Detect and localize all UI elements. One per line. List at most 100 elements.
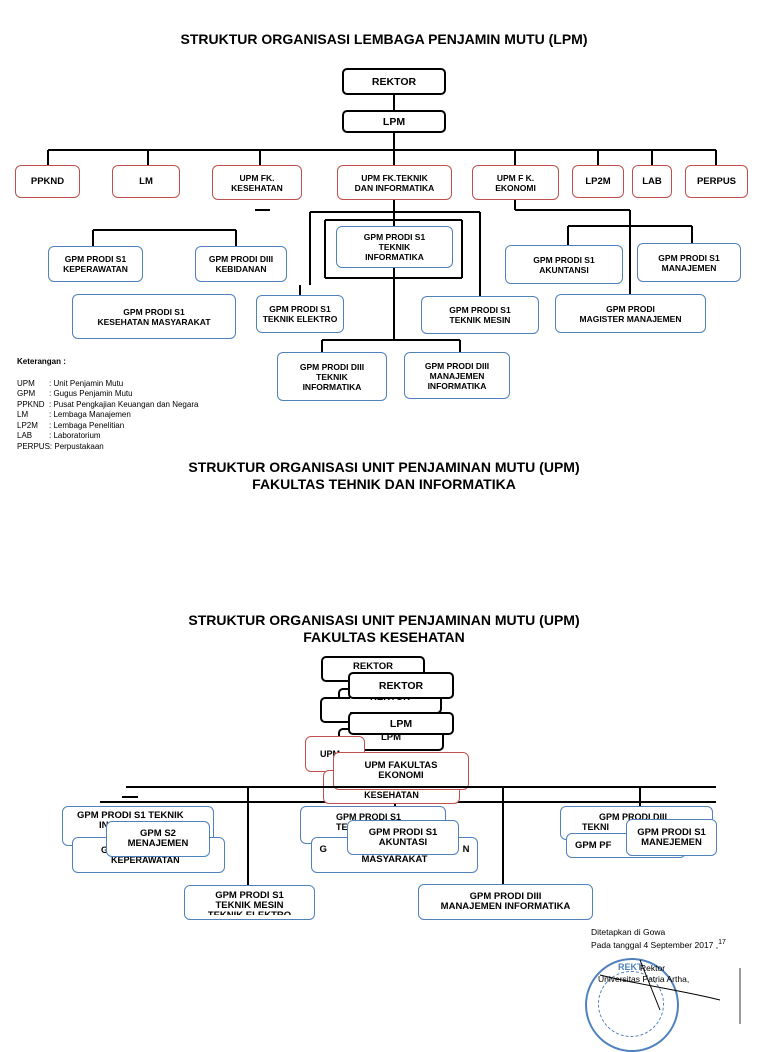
gpm-d3-back-line1: GPM PRODI DIII xyxy=(599,812,668,822)
gpm-d3-ti-line2: TEKNIK xyxy=(316,371,348,382)
gpm-kebidanan-box: GPM PRODI DIII KEBIDANAN xyxy=(195,246,287,282)
upm-fk-title-line2: FAKULTAS KESEHATAN xyxy=(303,629,465,645)
legend-desc: : Laboratorium xyxy=(49,431,101,440)
gpm-keperawatan-back-line1: G xyxy=(101,845,109,855)
signature-mark xyxy=(599,959,741,1024)
gpm-akuntasi-line2: AKUNTASI xyxy=(378,836,428,848)
gpm-d3-mi-line2: MANAJEMEN INFORMATIKA xyxy=(440,901,571,912)
legend-key: LP2M xyxy=(17,420,38,430)
gpm-teknik-informatika-line3: INFORMATIKA xyxy=(365,252,424,262)
lpm-structure-title: STRUKTUR ORGANISASI LEMBAGA PENJAMIN MUT… xyxy=(180,31,588,47)
signature-date-sup: 17 xyxy=(718,939,726,946)
upm-ekonomi-line2: EKONOMI xyxy=(495,182,536,193)
gpm-teknik-mesin-box: GPM PRODI S1 TEKNIK MESIN xyxy=(421,296,539,334)
ppknd-box: PPKND xyxy=(15,165,80,198)
gpm-d3-mi-line1: GPM PRODI DIII xyxy=(424,360,490,371)
gpm-teknik-mesin-line2: TEKNIK MESIN xyxy=(215,899,284,911)
gpm-manejemen-line2: MANEJEMEN xyxy=(641,836,702,848)
signature-date: Pada tanggal 4 September 2017 , xyxy=(591,939,719,950)
rektor-back-edge xyxy=(320,697,350,723)
legend-key: GPM xyxy=(17,389,36,398)
gpm-kesmas-line2: KESEHATAN MASYARAKAT xyxy=(97,316,211,327)
legend-item: GPM : Gugus Penjamin Mutu xyxy=(17,389,198,400)
upm-fakultas-ekonomi-line2: EKONOMI xyxy=(378,770,424,781)
legend-key: LM xyxy=(17,410,29,419)
legend-desc: : Pusat Pengkajian Keuangan dan Negara xyxy=(49,399,199,409)
gpm-teknik-informatika-line1: GPM PRODI S1 xyxy=(363,232,426,242)
gpm-kebidanan-line2: KEBIDANAN xyxy=(215,264,267,274)
gpm-akuntansi-box: GPM PRODI S1 AKUNTANSI xyxy=(505,245,623,284)
legend-item: UPM : Unit Penjamin Mutu xyxy=(17,379,198,390)
gpm-teknik-informatika-box: GPM PRODI S1 TEKNIK INFORMATIKA xyxy=(336,226,453,268)
upm-teknik-line1: UPM FK.TEKNIK xyxy=(361,172,428,183)
legend-desc: : Unit Penjamin Mutu xyxy=(49,378,124,388)
legend-item: LAB : Laboratorium xyxy=(17,431,198,442)
gpm-kesehatan-masyarakat-box: GPM PRODI S1 KESEHATAN MASYARAKAT xyxy=(72,294,236,339)
gpm-teknik-elektro-line1: GPM PRODI S1 xyxy=(269,304,331,314)
legend-heading: Keterangan : xyxy=(17,357,66,366)
gpm-d3-ti-line3: INFORMATIKA xyxy=(302,381,362,392)
gpm-kesmas-line1: GPM PRODI S1 xyxy=(123,306,185,317)
gpm-d3-teknik-informatika-box: GPM PRODI DIII TEKNIK INFORMATIKA xyxy=(277,352,387,401)
gpm-keperawatan-back-line2: KEPERAWATAN xyxy=(111,855,180,865)
lm-box: LM xyxy=(112,165,180,198)
gpm-d3-ti-line1: GPM PRODI DIII xyxy=(299,361,365,372)
gpm-akuntansi-line2: AKUNTANSI xyxy=(539,264,589,275)
gpm-d3-mi-line3: INFORMATIKA xyxy=(427,380,487,391)
upm-kesehatan-box: UPM FK. KESEHATAN xyxy=(212,165,302,200)
gpm-akuntasi-box: GPM PRODI S1 AKUNTASI xyxy=(347,820,459,855)
legend-desc: : Perpustakaan xyxy=(49,441,104,451)
gpm-d3-mi-line2: MANAJEMEN xyxy=(429,370,485,381)
gpm-teknik-elektro-hidden: TEKNIK ELEKTRO xyxy=(208,911,291,915)
gpm-masyarakat-back-line3: MASYARAKAT xyxy=(361,854,428,865)
signature-date-row: Pada tanggal 4 September 2017 ,17 xyxy=(591,938,726,950)
gpm-teknik-mesin-line2: TEKNIK MESIN xyxy=(449,315,511,325)
perpus-box: PERPUS xyxy=(685,165,748,198)
rektor-box: REKTOR xyxy=(342,68,446,95)
gpm-manajemen-line2: MANAJEMEN xyxy=(661,262,717,273)
legend-item: LP2M: Lembaga Penelitian xyxy=(17,421,198,432)
upm-teknik-line2: DAN INFORMATIKA xyxy=(354,182,435,193)
legend-desc: : Lembaga Manajemen xyxy=(49,410,131,419)
gpm-d3-manajemen-informatika-box: GPM PRODI DIII MANAJEMEN INFORMATIKA xyxy=(404,352,510,399)
gpm-magister-manajemen-line2: MAGISTER MANAJEMEN xyxy=(579,313,682,324)
gpm-s2-line1: GPM S2 xyxy=(140,828,176,839)
upm-fk-title-line1: STRUKTUR ORGANISASI UNIT PENJAMINAN MUTU… xyxy=(188,612,580,628)
gpm-akuntasi-line1: GPM PRODI S1 xyxy=(368,826,438,838)
legend: Keterangan : UPM : Unit Penjamin Mutu GPM… xyxy=(17,357,198,452)
gpm-keperawatan-box: GPM PRODI S1 KEPERAWATAN xyxy=(48,246,143,282)
upm-ekonomi-box: UPM F K. EKONOMI xyxy=(472,165,559,200)
legend-item: PPKND : Pusat Pengkajian Keuangan dan Neg… xyxy=(17,400,198,411)
gpm-manejemen-line1: GPM PRODI S1 xyxy=(637,826,706,838)
gpm-d3-mi-line1: GPM PRODI DIII xyxy=(469,891,542,902)
signature-institution: Universitas Patria Artha, xyxy=(598,974,690,984)
gpm-teknik-back-line2: IN xyxy=(99,820,109,831)
branch-line xyxy=(126,786,716,788)
gpm-mid-back-line1: GPM PRODI S1 xyxy=(336,812,402,822)
signature-role: Rektor xyxy=(640,963,666,973)
gpm-teknik-mesin-line1: GPM PRODI S1 xyxy=(449,305,511,315)
legend-desc: : Gugus Penjamin Mutu xyxy=(49,389,133,398)
legend-key: LAB xyxy=(17,431,33,440)
gpm-d3-manajemen-informatika-box: GPM PRODI DIII MANAJEMEN INFORMATIKA xyxy=(418,884,593,920)
upm-ft-title-line2: FAKULTAS TEHNIK DAN INFORMATIKA xyxy=(252,476,516,492)
gpm-keperawatan-line2: KEPERAWATAN xyxy=(63,264,128,274)
legend-key: UPM xyxy=(17,378,35,388)
gpm-teknik-elektro-line2: TEKNIK ELEKTRO xyxy=(262,314,338,324)
legend-item: LM : Lembaga Manajemen xyxy=(17,410,198,421)
legend-item: PERPUS: Perpustakaan xyxy=(17,442,198,453)
gpm-keperawatan-line1: GPM PRODI S1 xyxy=(64,254,127,264)
upm-ft-title-line1: STRUKTUR ORGANISASI UNIT PENJAMINAN MUTU… xyxy=(188,459,580,475)
upm-fakultas-ekonomi-box: UPM FAKULTAS EKONOMI xyxy=(333,752,469,790)
gpm-teknik-back-line1: GPM PRODI S1 TEKNIK xyxy=(77,810,184,821)
legend-key: PERPUS xyxy=(17,441,50,451)
lpm-box: LPM xyxy=(342,110,446,133)
gpm-kebidanan-line1: GPM PRODI DIII xyxy=(208,254,274,264)
gpm-masyarakat-back-n: N xyxy=(462,844,470,855)
gpm-s2-line2: MENAJEMEN xyxy=(127,838,189,849)
gpm-manejemen-box: GPM PRODI S1 MANEJEMEN xyxy=(626,819,717,856)
legend-key: PPKND xyxy=(17,399,45,409)
seal-text: REKT xyxy=(618,962,643,972)
lpm-front-box: LPM xyxy=(348,712,454,735)
